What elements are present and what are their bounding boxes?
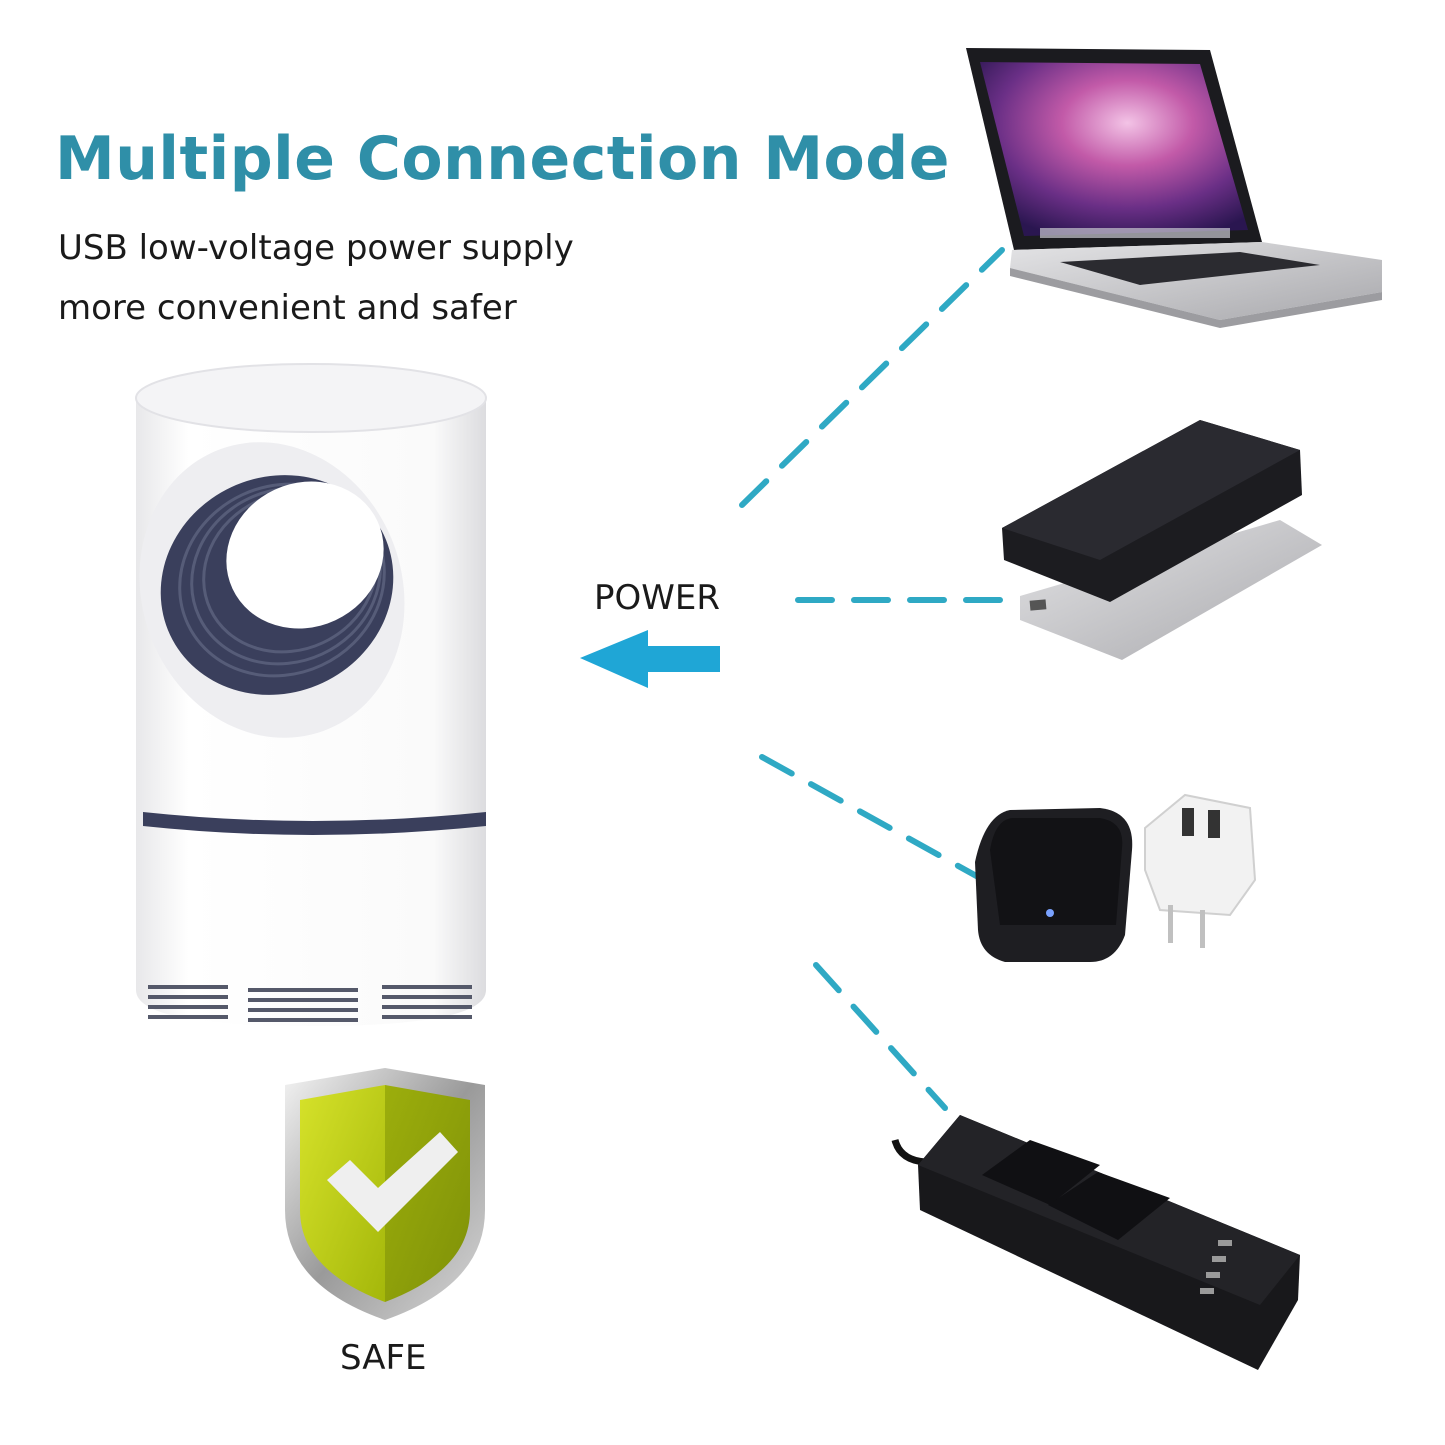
page-title: Multiple Connection Mode <box>55 124 950 194</box>
laptop-image <box>966 48 1382 328</box>
connector-power-strip <box>813 962 948 1111</box>
power-strip-image <box>891 1115 1300 1370</box>
wall-charger-image <box>975 793 1257 962</box>
safe-label: SAFE <box>340 1338 427 1378</box>
mosquito-lamp-image <box>135 363 487 1026</box>
shield-check-icon <box>285 1068 485 1320</box>
power-label: POWER <box>594 578 720 618</box>
dashed-connector-lines <box>739 247 1025 1111</box>
connector-wall-charger <box>759 754 983 881</box>
power-bank-image <box>1002 420 1322 660</box>
connector-laptop <box>739 247 1005 508</box>
subtitle-line-1: USB low-voltage power supply <box>58 228 574 268</box>
subtitle-line-2: more convenient and safer <box>58 288 517 328</box>
arrow-left-icon <box>580 630 720 688</box>
